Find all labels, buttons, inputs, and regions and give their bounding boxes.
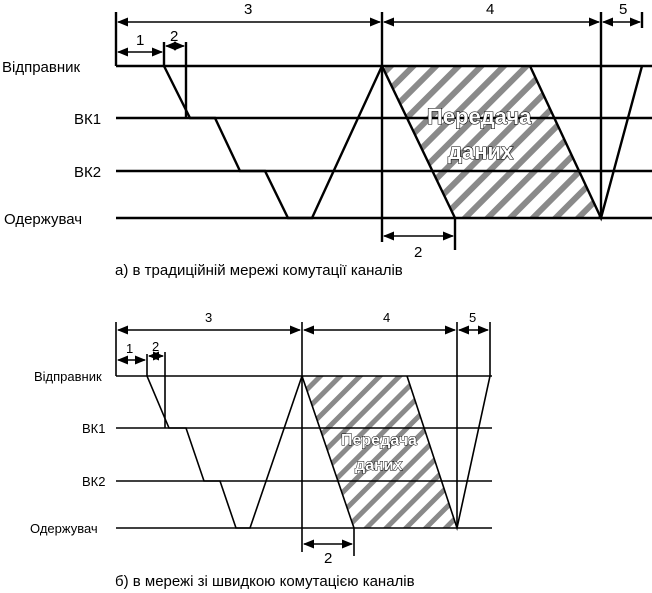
lower-interval-label-b: 2 [324,550,332,567]
row-label-vk1-a: ВК1 [74,111,101,128]
caption-a: а) в традиційній мережі комутації каналі… [115,262,403,279]
interval-3-label-b: 3 [205,310,212,325]
data-edges-right-a [528,65,644,222]
row-label-sender-a: Відправник [2,59,81,76]
interval-1-label-a: 1 [136,32,144,49]
row-label-receiver-a: Одержувач [4,211,82,228]
interval-3-label-a: 3 [244,1,252,18]
diagram-a: 1 2 3 4 5 2 Відправник ВК1 ВК2 Одержувач… [2,1,652,279]
interval-5-label-a: 5 [619,1,627,18]
diagram-b: 1 2 3 4 5 2 Відправник ВК1 ВК2 Одержувач… [30,310,492,590]
row-label-vk1-b: ВК1 [82,421,105,436]
lower-interval-label-a: 2 [414,244,422,261]
interval-2-label-b: 2 [152,339,159,354]
signal-path-b [146,375,303,529]
data-edges-b [301,375,355,529]
row-label-sender-b: Відправник [34,369,102,384]
data-transfer-label-line2-b: даних [355,457,403,474]
interval-1-label-b: 1 [126,341,133,356]
interval-4-label-a: 4 [486,1,494,18]
data-transfer-region-b [302,376,457,528]
data-edges-right-b [406,375,491,532]
interval-5-label-b: 5 [469,310,476,325]
data-transfer-label-line2-a: даних [448,139,514,164]
signal-path-a [162,65,384,220]
data-edges-a [380,65,457,219]
caption-b: б) в мережі зі швидкою комутацією каналі… [115,573,415,590]
interval-4-label-b: 4 [383,310,390,325]
row-label-vk2-b: ВК2 [82,474,105,489]
row-label-receiver-b: Одержувач [30,521,98,536]
data-transfer-label-line1-a: Передача [427,104,532,129]
data-transfer-label-line1-b: Передача [341,432,417,449]
interval-2-label-a: 2 [170,28,178,45]
row-label-vk2-a: ВК2 [74,164,101,181]
